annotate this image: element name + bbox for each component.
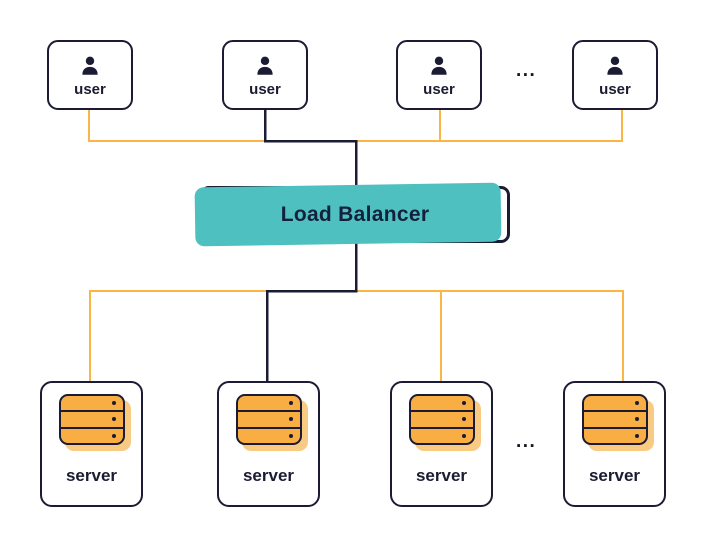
server-label: server [415,466,468,485]
user-label: user [74,80,106,98]
slab-dot [461,417,466,422]
user-label: user [599,80,631,98]
person-icon [82,56,98,75]
slab-dot [111,401,116,406]
server-slab [237,426,300,443]
slab-dot [288,401,293,406]
server-slab [583,426,646,443]
user-label: user [249,80,281,98]
server-slab [237,410,300,426]
trunk-line-bottom [265,242,358,382]
server-slab [60,426,123,443]
server-stack-icon [581,394,654,451]
user-bus-line [88,110,623,142]
node-server-4: server [563,381,666,507]
slab-dot [634,401,639,406]
server-slab [410,410,473,426]
server-label: server [588,466,641,485]
server-label: server [65,466,118,485]
server-slab [583,410,646,426]
slab-dot [461,401,466,406]
user-label: user [423,80,455,98]
server-icon-body [235,394,302,445]
slab-dot [288,417,293,422]
server-slab [60,410,123,426]
person-icon [257,56,273,75]
slab-dot [111,433,116,438]
slab-dot [461,433,466,438]
server-slab [410,426,473,443]
trunk-line-top [263,110,358,188]
node-user-2: user [222,40,308,110]
server-stack-icon [235,394,308,451]
slab-dot [634,417,639,422]
ellipsis-top: ... [516,60,537,81]
server-stack-icon [58,394,131,451]
server-bus-line [89,290,624,382]
server-icon-body [408,394,475,445]
node-server-3: server [390,381,493,507]
load-balancer-label: Load Balancer [280,202,430,226]
node-server-1: server [40,381,143,507]
slab-dot [288,433,293,438]
slab-dot [634,433,639,438]
server-icon-body [581,394,648,445]
slab-dot [111,417,116,422]
node-user-4: user [572,40,658,110]
server-slab [584,396,646,410]
server-slab [238,396,300,410]
server-slab [411,396,473,410]
server-icon-body [58,394,125,445]
node-user-1: user [47,40,133,110]
node-load-balancer: Load Balancer [194,182,510,247]
server-stack-icon [408,394,481,451]
ellipsis-bottom: ... [516,431,537,452]
server-label: server [242,466,295,485]
server-slab [61,396,123,410]
person-icon [431,56,447,75]
node-server-2: server [217,381,320,507]
person-icon [607,56,623,75]
node-user-3: user [396,40,482,110]
